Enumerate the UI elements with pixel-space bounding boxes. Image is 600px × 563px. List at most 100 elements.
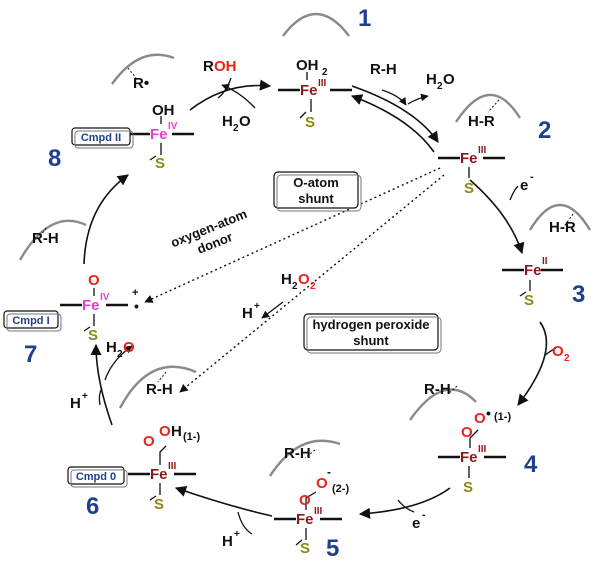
step-number-8: 8 xyxy=(48,145,61,172)
rh-in-arrow xyxy=(381,89,407,106)
svg-text:S: S xyxy=(524,292,534,309)
substrate-tethers xyxy=(37,67,574,459)
svg-text:Fe: Fe xyxy=(150,126,168,143)
substrate-8: R• xyxy=(133,75,149,92)
svg-text:H: H xyxy=(222,113,233,130)
svg-text:+: + xyxy=(234,529,240,540)
species-1: OH 2 Fe III S xyxy=(296,57,328,131)
svg-text:H: H xyxy=(106,339,117,356)
arc-2 xyxy=(454,93,522,123)
arrow-6-to-7 xyxy=(90,343,113,426)
svg-text:Fe: Fe xyxy=(460,449,478,466)
svg-text:2: 2 xyxy=(310,281,316,292)
reagents: R OH H 2 O R-H H 2 O e - O 2 e - H + H +… xyxy=(70,58,570,550)
svg-text:shunt: shunt xyxy=(298,191,334,206)
species-5: O O - (2-) Fe III S R-H xyxy=(284,445,349,557)
step-number-3: 3 xyxy=(572,281,585,308)
roh-out-arrow xyxy=(217,77,232,99)
step-number-2: 2 xyxy=(538,117,551,144)
svg-text:Fe: Fe xyxy=(460,150,478,167)
proton-shunt-arrow xyxy=(261,301,284,319)
svg-text:+: + xyxy=(82,391,88,402)
svg-text:O: O xyxy=(239,113,251,130)
svg-text:S: S xyxy=(88,327,98,344)
substrate-2: H-R xyxy=(468,113,495,130)
svg-text:Fe: Fe xyxy=(82,297,100,314)
substrate-4: R-H xyxy=(424,381,451,398)
svg-text:O: O xyxy=(316,475,328,492)
species-8: OH Fe IV S R• xyxy=(133,75,178,172)
svg-text:+: + xyxy=(132,287,138,299)
arrow-7-to-8 xyxy=(83,174,129,265)
iron-1: Fe xyxy=(300,82,318,99)
svg-text:Cmpd II: Cmpd II xyxy=(81,132,121,144)
svg-text:O: O xyxy=(88,272,100,289)
svg-text:-: - xyxy=(327,465,331,479)
svg-text:O: O xyxy=(461,424,473,441)
svg-text:Cmpd 0: Cmpd 0 xyxy=(76,471,116,483)
arc-4 xyxy=(409,388,477,421)
badge-cmpd-ii: Cmpd II xyxy=(71,127,134,149)
svg-text:O: O xyxy=(443,71,455,88)
svg-text:III: III xyxy=(314,506,323,517)
species-3: Fe II S H-R xyxy=(524,219,576,309)
dioxygen: O xyxy=(552,343,564,360)
arrow-3-to-4 xyxy=(517,321,548,406)
svg-text:2: 2 xyxy=(322,67,328,78)
arc-6 xyxy=(118,365,197,409)
svg-text:O: O xyxy=(298,271,310,288)
product-roh-oh: OH xyxy=(214,58,237,75)
o-atom-shunt-arrow xyxy=(144,167,441,303)
svg-text:IV: IV xyxy=(168,121,178,132)
peroxide-shunt-arrow xyxy=(179,174,445,393)
arrow-2-to-1 xyxy=(350,94,435,153)
substrate-5: R-H xyxy=(284,445,311,462)
step-number-1: 1 xyxy=(358,5,371,32)
species-7: O Fe IV S + • R-H xyxy=(32,230,139,344)
svg-text:•: • xyxy=(486,405,491,421)
svg-text:Fe: Fe xyxy=(150,466,168,483)
svg-text:•: • xyxy=(134,298,139,314)
svg-text:S: S xyxy=(300,540,310,557)
substrate-arcs xyxy=(18,12,592,477)
substrate-7: R-H xyxy=(32,230,59,247)
oxygen-donor-label: oxygen-atom donor xyxy=(168,206,249,257)
arrow-5-to-6 xyxy=(174,486,273,517)
svg-text:2: 2 xyxy=(292,281,298,292)
electron-2: e xyxy=(412,515,420,532)
svg-text:III: III xyxy=(478,145,487,156)
svg-text:-: - xyxy=(422,509,426,521)
hydrogen-peroxide: H xyxy=(281,271,292,288)
svg-text:S: S xyxy=(464,180,474,197)
svg-text:O-atom: O-atom xyxy=(293,175,339,190)
species-2: Fe III S H-R xyxy=(460,113,495,197)
o-atom-shunt-box: O-atom shunt xyxy=(273,171,362,212)
svg-text:hydrogen peroxide: hydrogen peroxide xyxy=(312,317,429,332)
arrow-4-to-5 xyxy=(358,487,451,519)
product-roh-r: R xyxy=(203,58,214,75)
svg-text:O: O xyxy=(123,339,135,356)
svg-text:II: II xyxy=(542,256,548,267)
svg-text:2: 2 xyxy=(233,123,239,134)
svg-text:+: + xyxy=(254,301,260,312)
svg-text:S: S xyxy=(155,155,165,172)
substrate-entering: R-H xyxy=(370,61,397,78)
shunt-arrows xyxy=(144,167,445,393)
svg-text:O: O xyxy=(143,433,155,450)
water-ligand-o: OH xyxy=(296,57,319,74)
arc-5 xyxy=(268,439,341,477)
badge-cmpd-i: Cmpd I xyxy=(3,310,62,332)
arrow-1-to-2 xyxy=(351,85,439,143)
arc-7 xyxy=(18,219,87,261)
svg-text:O: O xyxy=(159,423,171,440)
svg-text:IV: IV xyxy=(100,292,110,303)
sulfur-1: S xyxy=(305,114,315,131)
svg-text:S: S xyxy=(463,479,473,496)
badge-cmpd-0: Cmpd 0 xyxy=(67,466,128,488)
step-number-6: 6 xyxy=(86,493,99,520)
svg-text:O: O xyxy=(474,410,486,427)
step-number-5: 5 xyxy=(326,535,339,562)
svg-text:-: - xyxy=(530,171,534,183)
